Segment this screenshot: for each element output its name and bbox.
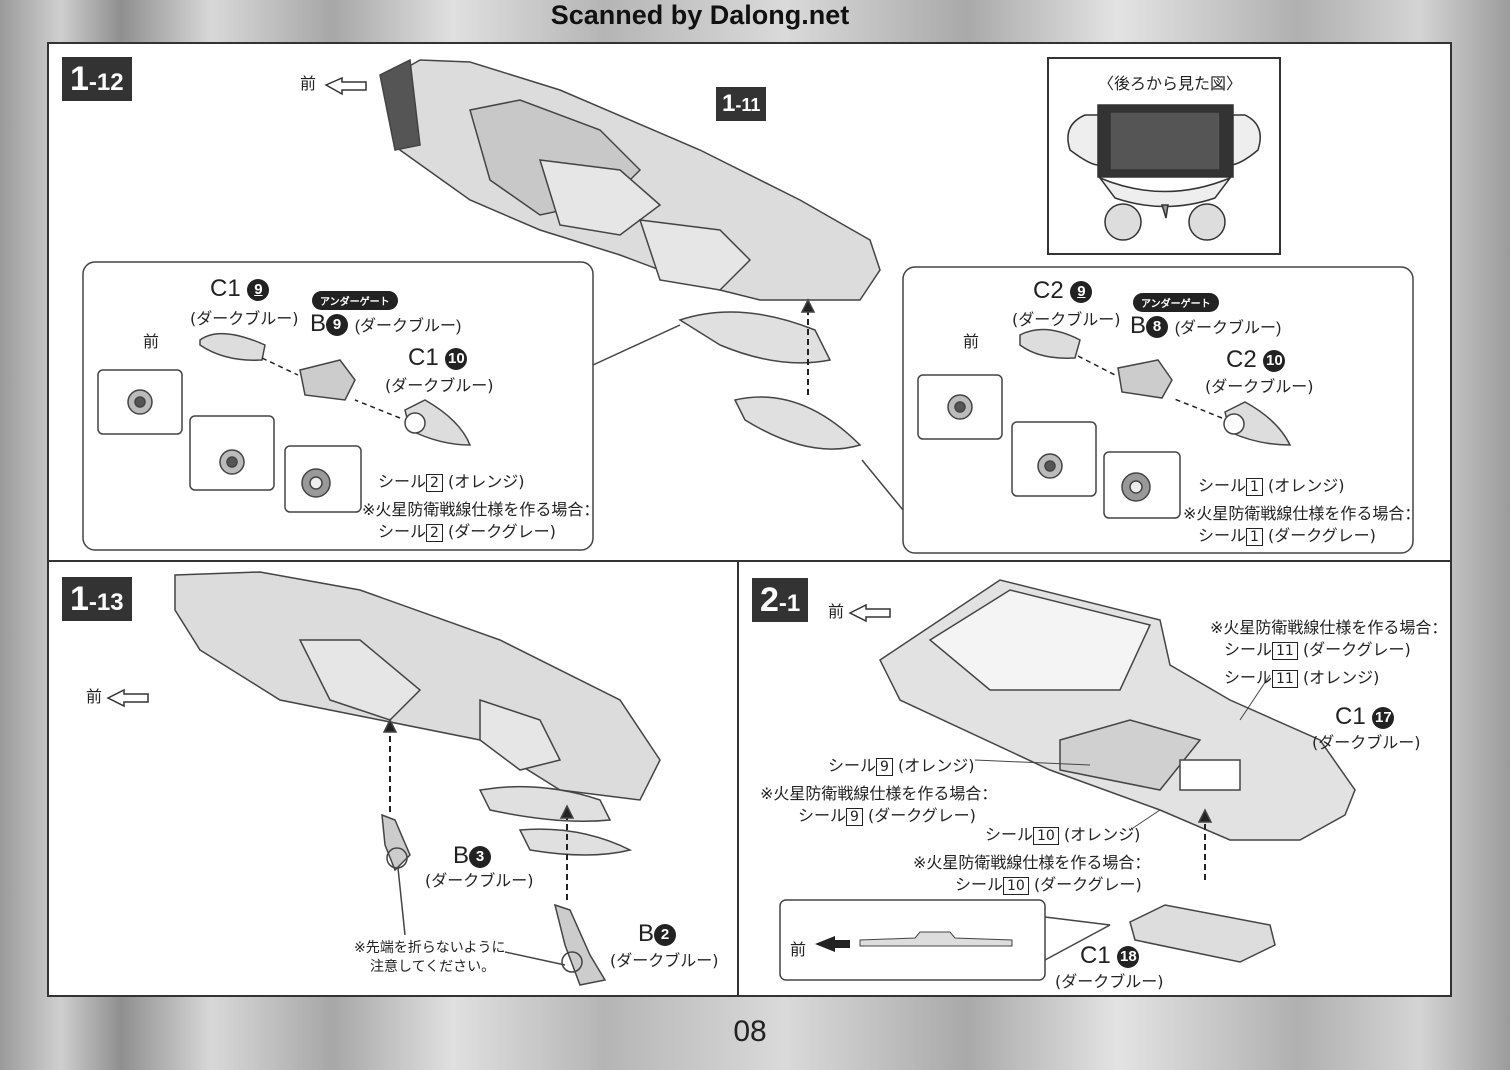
under-gate-tag: アンダーゲート — [312, 291, 398, 310]
inset-front-arrow — [815, 936, 850, 952]
vertical-divider — [737, 561, 739, 997]
part-color: (ダークブルー) — [610, 951, 719, 970]
step-badge-2-1: 2-1 — [752, 578, 809, 622]
front-label: 前 — [828, 602, 845, 621]
mars-defense-note: ※火星防衛戦線仕様を作る場合： — [1183, 504, 1421, 523]
page-number: 08 — [733, 1015, 767, 1048]
part-color: (ダークブルー) — [385, 376, 494, 395]
rear-view-title: 〈後ろから見た図〉 — [1098, 74, 1243, 93]
right-detail-parts — [917, 328, 1292, 519]
part-label-c2-9: C2 9 — [1033, 277, 1093, 305]
part-color: (ダークブルー) — [1205, 377, 1314, 396]
part-label-c1-18: C1 18 — [1080, 942, 1140, 970]
rear-view-drawing — [1067, 104, 1261, 241]
ship-hull-1-13 — [174, 571, 661, 986]
front-label: 前 — [86, 687, 103, 706]
mars-defense-note: ※火星防衛戦線仕様を作る場合： — [913, 853, 1151, 872]
horizontal-divider — [47, 560, 1452, 562]
mars-defense-note: ※火星防衛戦線仕様を作る場合： — [760, 784, 998, 803]
part-label-c1-9: C1 9 — [210, 275, 270, 303]
part-color: (ダークブルー) — [190, 309, 299, 328]
mars-defense-note: ※火星防衛戦線仕様を作る場合： — [1210, 618, 1448, 637]
part-color: (ダークブルー) — [1012, 310, 1121, 329]
part-label-c1-17: C1 17 — [1335, 703, 1395, 731]
left-detail-parts — [97, 332, 472, 513]
scanner-credit: Scanned by Dalong.net — [550, 0, 850, 30]
part-label-c2-10: C2 10 — [1226, 346, 1286, 374]
caution-line-1: ※先端を折らないように — [354, 940, 506, 956]
part-color: (ダークブルー) — [425, 871, 534, 890]
front-label: 前 — [790, 940, 807, 959]
step-badge-1-13: 1-13 — [62, 577, 132, 621]
step-badge-1-11: 1-11 — [716, 87, 767, 121]
front-label: 前 — [143, 332, 160, 351]
front-label: 前 — [300, 74, 317, 93]
caution-line-2: 注意してください。 — [370, 959, 496, 975]
part-color: (ダークブルー) — [1312, 733, 1421, 752]
part-2-1 — [879, 579, 1356, 963]
step-badge-1-12: 1-12 — [62, 57, 132, 101]
part-label-c1-10: C1 10 — [408, 344, 468, 372]
ship-hull-1-12 — [379, 58, 881, 450]
mars-defense-note: ※火星防衛戦線仕様を作る場合： — [362, 500, 600, 519]
part-color: (ダークブルー) — [1055, 972, 1164, 991]
front-label: 前 — [963, 332, 980, 351]
under-gate-tag: アンダーゲート — [1133, 293, 1219, 312]
